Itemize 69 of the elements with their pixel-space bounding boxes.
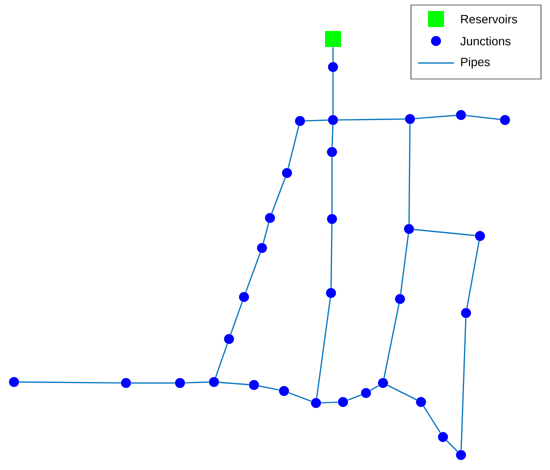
pipe-line: [383, 304, 400, 378]
pipe-line: [219, 382, 249, 386]
pipe-line: [185, 382, 209, 384]
pipe-line: [423, 406, 441, 433]
junction-marker: [279, 386, 289, 396]
legend-label: Pipes: [461, 57, 490, 69]
junction-marker: [295, 116, 305, 126]
junction-marker: [405, 114, 415, 124]
pipe-line: [321, 402, 338, 404]
legend-label: Junctions: [460, 36, 510, 46]
junction-marker: [282, 168, 292, 178]
junction-marker: [378, 378, 388, 388]
pipe-line: [305, 120, 328, 122]
junction-marker: [257, 243, 267, 253]
pipe-line: [332, 125, 334, 147]
pipe-line: [370, 385, 379, 391]
reservoir-marker: [325, 31, 341, 47]
junction-marker: [338, 396, 348, 407]
pipe-line: [245, 252, 261, 292]
junction-marker: [9, 376, 19, 387]
junction-marker: [121, 378, 131, 388]
junction-marker: [438, 432, 448, 442]
legend-label: Reservoirs: [461, 14, 518, 24]
junction-marker: [361, 388, 371, 398]
pipe-line: [271, 178, 286, 214]
junction-marker: [328, 115, 338, 125]
junction-marker: [327, 146, 337, 157]
pipe-line: [466, 241, 480, 308]
pipe-line: [330, 224, 333, 288]
junction-marker: [224, 334, 234, 344]
pipe-line: [446, 440, 458, 452]
pipe-line: [258, 385, 280, 391]
junction-marker: [475, 230, 485, 241]
pipe-line: [415, 114, 456, 120]
pipe-line: [131, 382, 175, 384]
junction-marker: [311, 398, 321, 408]
junction-marker: [239, 292, 249, 302]
pipe-line: [316, 298, 331, 398]
junction-marker: [395, 294, 405, 304]
pipe-line: [331, 157, 333, 214]
pipe-line: [288, 392, 312, 402]
pipe-line: [408, 124, 411, 224]
pipe-line: [230, 302, 243, 334]
pipe-line: [332, 72, 334, 115]
junction-marker: [404, 224, 414, 234]
pipe-line: [400, 234, 409, 294]
pipe-line: [262, 222, 270, 244]
pipe-line: [466, 114, 500, 120]
pipe-line: [387, 384, 417, 400]
junction-marker: [461, 308, 471, 318]
junction-marker: [265, 212, 275, 223]
junction-marker: [416, 396, 426, 407]
junction-marker: [500, 115, 510, 125]
junction-marker: [209, 376, 219, 387]
pipe-line: [215, 344, 228, 378]
pipe-line: [460, 318, 466, 450]
junction-marker: [326, 288, 336, 298]
junction-marker: [456, 110, 466, 120]
pipe-line: [288, 126, 300, 168]
junction-marker: [327, 214, 337, 224]
junction-marker: [456, 450, 466, 460]
junction-marker: [175, 378, 185, 388]
pipe-line: [348, 394, 362, 401]
pipe-line: [332, 47, 334, 62]
junction-marker: [328, 62, 338, 72]
pipe-line: [414, 228, 475, 236]
pipe-line: [19, 381, 121, 384]
junction-marker: [249, 380, 259, 390]
pipe-line: [338, 118, 405, 121]
